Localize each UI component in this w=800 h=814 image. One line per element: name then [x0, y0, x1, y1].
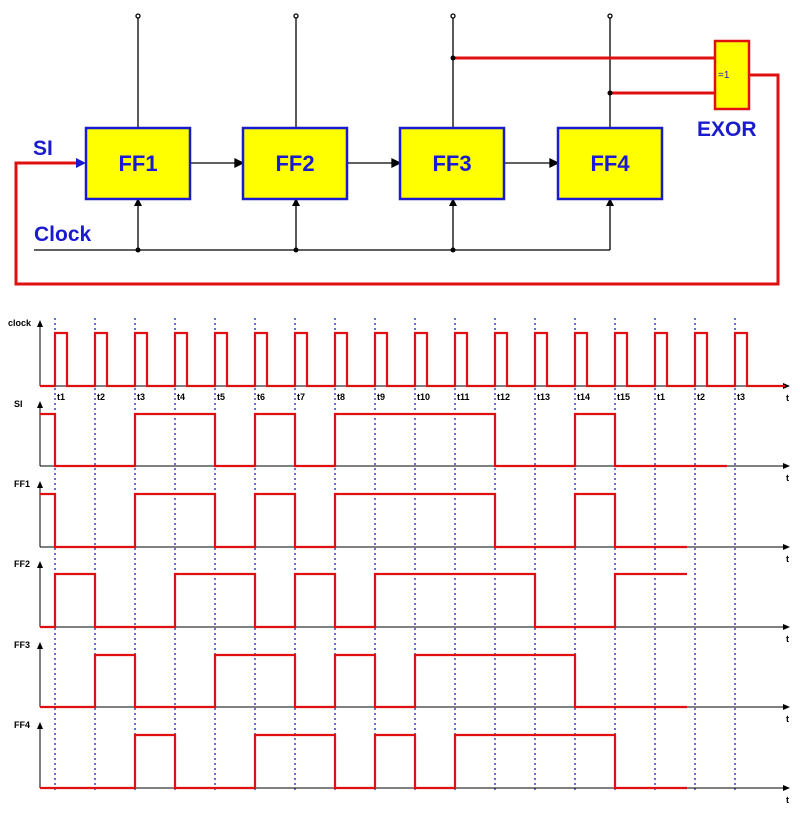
time-markers: t1 t2 t3 t4 t5 t6 t7 t8 t9 t10 t11 t12 t13 t14 t15 t1 t2…	[57, 392, 745, 402]
level-axis-arrow	[37, 561, 43, 568]
flipflop-box-2	[241, 126, 349, 201]
time-axis-label: t	[786, 795, 789, 805]
level-axis-arrow	[37, 481, 43, 488]
exor-gate-name: EXOR	[697, 118, 757, 141]
stage-connections	[190, 157, 560, 169]
si-arrowhead	[76, 158, 86, 168]
time-marker-label: t8	[337, 392, 345, 402]
level-axis-arrow	[37, 642, 43, 649]
time-marker-label: t7	[297, 392, 305, 402]
time-marker-label: t6	[257, 392, 265, 402]
time-axis-label: t	[786, 554, 789, 564]
exor-gate-symbol: =1	[718, 70, 730, 81]
signal-waveform-clock	[40, 331, 785, 388]
signal-channel-clock: clock t	[8, 318, 790, 403]
time-marker-label: t15	[617, 392, 630, 402]
signal-waveform-si	[40, 412, 727, 468]
flipflop-box-4	[556, 126, 664, 201]
time-marker-label: t14	[577, 392, 590, 402]
time-axis-label: t	[786, 393, 789, 403]
tap-junctions	[450, 55, 613, 96]
signal-channel-ff3: FF3 t	[14, 640, 790, 724]
signal-label: SI	[14, 399, 23, 409]
time-marker-label: t10	[417, 392, 430, 402]
signal-waveform-ff3	[40, 653, 687, 709]
signal-channel-ff1: FF1 t	[14, 479, 790, 564]
signal-waveform-ff4	[40, 733, 687, 790]
flipflop-boxes: FF1 FF2 FF3 FF4	[84, 126, 664, 201]
time-axis-arrow	[783, 785, 790, 791]
time-marker-label: t4	[177, 392, 185, 402]
level-axis-arrow	[37, 401, 43, 408]
time-axis-label: t	[786, 634, 789, 644]
signal-label: FF4	[14, 720, 30, 730]
time-marker-label: t2	[697, 392, 705, 402]
signal-label: FF2	[14, 559, 30, 569]
time-marker-label: t1	[657, 392, 665, 402]
time-marker-label: t3	[137, 392, 145, 402]
flipflop-box-1	[84, 126, 192, 201]
clock-label: Clock	[34, 223, 92, 246]
exor-gate	[713, 39, 751, 111]
time-marker-label: t5	[217, 392, 225, 402]
flipflop-label-2: FF2	[275, 151, 314, 176]
level-axis-arrow	[37, 722, 43, 729]
time-axis-arrow	[783, 383, 790, 389]
signal-waveform-ff2	[40, 572, 687, 629]
signal-label: FF3	[14, 640, 30, 650]
clock-bus	[34, 200, 611, 251]
signal-label: clock	[8, 318, 32, 328]
signal-channel-ff2: FF2 t	[14, 559, 790, 644]
flipflop-label-3: FF3	[432, 151, 471, 176]
time-marker-label: t1	[57, 392, 65, 402]
time-marker-label: t11	[457, 392, 470, 402]
si-input-label: SI	[33, 137, 53, 160]
circuit-schematic: FF1 FF2 FF3 FF4 =1 EXOR SI Clock	[14, 13, 780, 286]
time-axis-label: t	[786, 473, 789, 483]
signal-channel-si: SI t	[14, 399, 790, 483]
flipflop-label-4: FF4	[590, 151, 630, 176]
feedback-wiring	[14, 56, 780, 286]
flipflop-label-1: FF1	[118, 151, 157, 176]
clock-edge-gridlines	[54, 318, 736, 792]
time-marker-label: t3	[737, 392, 745, 402]
time-marker-label: t12	[497, 392, 510, 402]
time-marker-label: t2	[97, 392, 105, 402]
signal-label: FF1	[14, 479, 30, 489]
time-marker-label: t9	[377, 392, 385, 402]
flipflop-box-3	[398, 126, 506, 201]
signal-channel-ff4: FF4 t	[14, 720, 790, 805]
time-axis-arrow	[783, 463, 790, 469]
output-taps	[135, 13, 613, 128]
signal-waveform-ff1	[40, 492, 687, 549]
time-axis-arrow	[783, 704, 790, 710]
clock-junctions	[134, 198, 614, 253]
time-axis-arrow	[783, 544, 790, 550]
time-axis-arrow	[783, 624, 790, 630]
time-marker-label: t13	[537, 392, 550, 402]
level-axis-arrow	[37, 320, 43, 327]
time-axis-label: t	[786, 714, 789, 724]
